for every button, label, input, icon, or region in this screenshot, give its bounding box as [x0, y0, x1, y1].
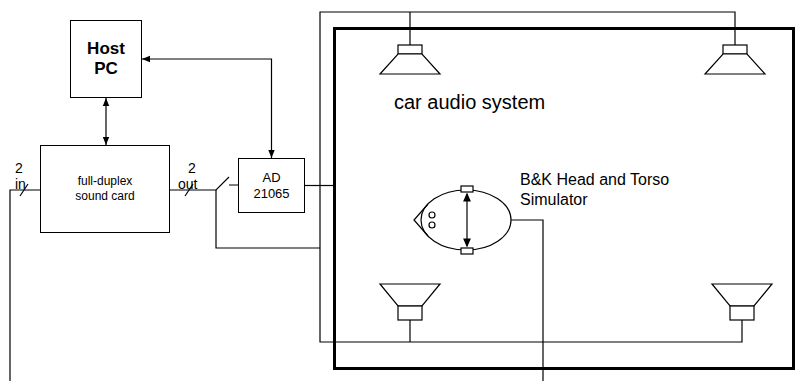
- signal-connector: [105, 98, 106, 145]
- speaker-symbol: [712, 284, 772, 320]
- port-label: 2: [15, 160, 23, 176]
- mic-wire: [510, 220, 543, 381]
- hardware-box: Host PC: [70, 20, 142, 98]
- box-label: AD 21065: [247, 170, 297, 202]
- speaker-symbol: [705, 45, 765, 74]
- device-label: B&K Head and Torso Simulator: [520, 170, 670, 210]
- speaker-wire: [409, 320, 410, 342]
- hardware-box: full-duplex sound card: [40, 145, 170, 233]
- speaker-wire: [320, 12, 735, 185]
- port-label: 2: [188, 160, 196, 176]
- head-simulator: [414, 186, 511, 254]
- box-label: car audio system: [394, 90, 545, 114]
- box-label: full-duplex sound card: [65, 174, 145, 204]
- speaker-symbol: [380, 45, 440, 74]
- input-wire: [10, 190, 40, 381]
- hardware-box: AD 21065: [238, 158, 305, 213]
- port-label: out: [178, 176, 197, 192]
- speaker-symbol: [380, 284, 440, 320]
- speaker-wire: [320, 185, 742, 342]
- box-label: Host PC: [76, 39, 136, 79]
- signal-connector: [305, 185, 333, 186]
- port-label: in: [15, 176, 26, 192]
- signal-connector: [142, 59, 272, 158]
